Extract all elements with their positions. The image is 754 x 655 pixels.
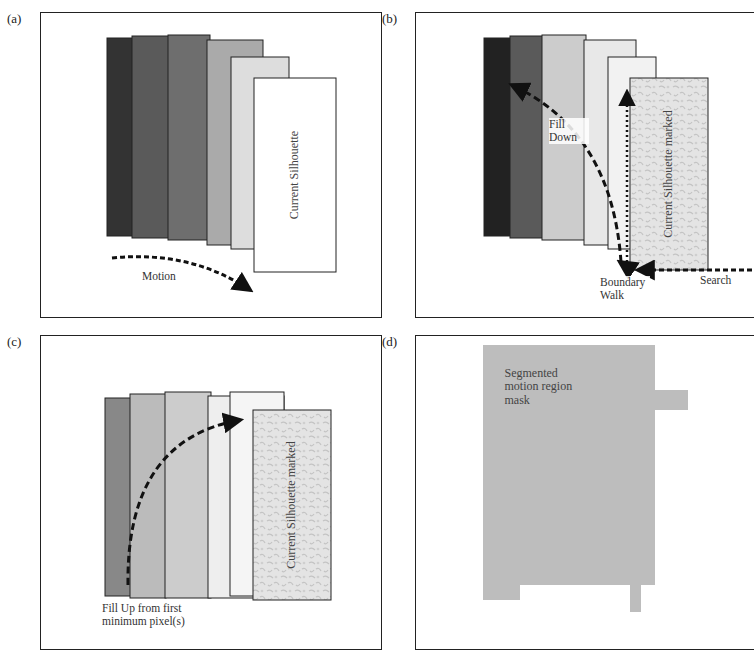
search-arrow: [638, 269, 752, 272]
motion-arrow: [112, 257, 250, 290]
silhouette-box: Current Silhouette: [254, 78, 336, 272]
boundary-walk-arrow: [626, 92, 629, 262]
mask-label: Segmented motion region mask: [505, 367, 585, 408]
panel-frame: (b)Current Silhouette marked: [415, 12, 754, 318]
silhouette-label: Current Silhouette marked: [285, 430, 299, 580]
panel-label: (c): [7, 334, 21, 350]
silhouette-box: Current Silhouette marked: [630, 78, 708, 270]
silhouette-label: Current Silhouette marked: [662, 98, 676, 250]
silhouette-label: Current Silhouette: [288, 98, 302, 252]
annotation-label: Boundary Walk: [600, 276, 650, 302]
annotation-label: Motion: [142, 270, 202, 283]
panel-frame: (a)Current Silhouette: [40, 12, 382, 318]
silhouette-stack: [107, 35, 336, 272]
annotation-label: Fill Up from first minimum pixel(s): [102, 602, 202, 628]
silhouette-box: Current Silhouette marked: [253, 410, 331, 600]
turn-arrow: [620, 262, 632, 270]
annotation-label: Search: [700, 274, 748, 287]
panel-frame: (d)Segmented motion region mask: [415, 335, 754, 650]
silhouette-stack: [105, 392, 331, 600]
panel-label: (b): [382, 11, 397, 27]
fill-up-arrow: [128, 420, 240, 585]
annotation-label: Fill Down: [549, 118, 589, 144]
silhouette-stack: [484, 35, 708, 270]
panel-label: (d): [382, 334, 397, 350]
mask-shape: Segmented motion region mask: [483, 345, 688, 612]
fill-down-arrow: [512, 85, 621, 262]
panel-frame: (c)Current Silhouette marked: [40, 335, 382, 650]
panel-label: (a): [7, 11, 21, 27]
